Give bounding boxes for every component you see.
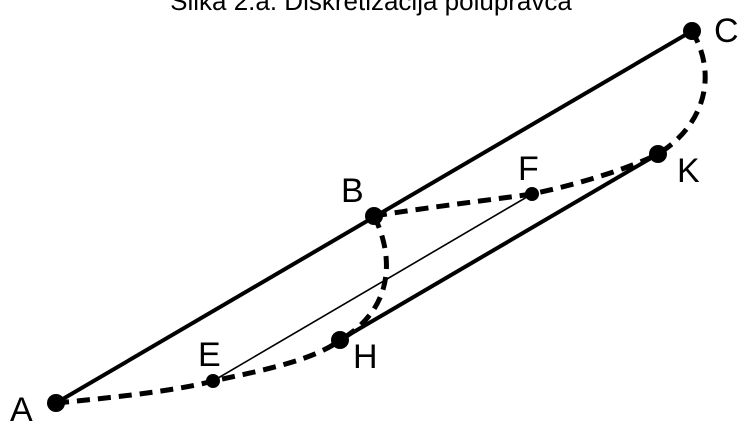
dashed-curve-BFK — [373, 151, 660, 219]
point-B — [365, 207, 383, 225]
label-F: F — [518, 150, 539, 188]
label-C: C — [714, 12, 739, 50]
label-A: A — [10, 391, 33, 426]
dashed-curve-CK — [656, 29, 708, 157]
point-A — [47, 394, 65, 412]
segment-EF — [212, 193, 533, 382]
point-E — [206, 374, 220, 388]
segment-HK — [338, 152, 660, 342]
label-B: B — [341, 172, 364, 210]
dashed-curve-BH — [338, 214, 389, 343]
point-F — [525, 187, 539, 201]
label-K: K — [677, 152, 700, 190]
label-E: E — [198, 336, 221, 374]
point-C — [683, 22, 701, 40]
label-H: H — [353, 338, 378, 376]
point-K — [649, 145, 667, 163]
point-H — [331, 331, 349, 349]
figure-caption: Slika 2.a. Diskretizacija polupravca — [170, 0, 572, 16]
